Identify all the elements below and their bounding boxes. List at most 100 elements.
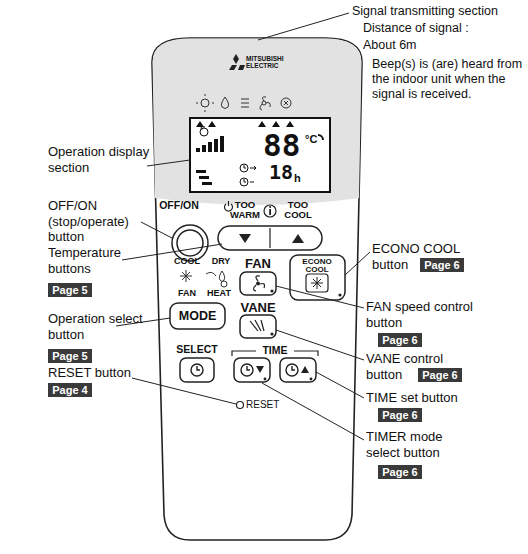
null bbox=[240, 164, 248, 172]
mode-icons-row bbox=[196, 94, 214, 112]
null bbox=[196, 170, 212, 185]
maker-logo bbox=[238, 65, 245, 70]
button-label: TIME bbox=[257, 344, 293, 357]
page-number: Page 5 bbox=[52, 350, 87, 362]
page-reference: Page 6 bbox=[378, 333, 422, 347]
lcd-digits: 88 bbox=[263, 127, 300, 164]
mode-icons-row bbox=[262, 101, 266, 105]
operation-mode-icons bbox=[221, 281, 227, 287]
operation-mode-icons bbox=[219, 271, 224, 282]
fan-button bbox=[240, 272, 276, 295]
leader-lines bbox=[147, 160, 190, 166]
timer-buttons bbox=[310, 378, 313, 381]
mode-name: FAN bbox=[171, 289, 203, 298]
vane-button bbox=[250, 320, 264, 331]
page-number: Page 5 bbox=[52, 284, 87, 296]
lcd-unit: °C bbox=[305, 133, 317, 146]
null bbox=[191, 364, 203, 376]
callout-text: About 6m bbox=[363, 38, 417, 53]
page-reference: Page 4 bbox=[48, 383, 92, 397]
null bbox=[250, 182, 254, 183]
leader-lines bbox=[262, 383, 364, 440]
info-icon bbox=[264, 205, 276, 217]
page-reference: Page 6 bbox=[418, 368, 462, 382]
econo-cool-button bbox=[306, 274, 328, 292]
brand-name: MITSUBISHI ELECTRIC bbox=[246, 56, 292, 70]
button-label: FAN bbox=[238, 256, 278, 272]
button-label: ECONO COOL bbox=[290, 258, 344, 275]
callout-text: OFF/ON (stop/operate) button bbox=[48, 198, 144, 245]
fan-button bbox=[254, 276, 265, 291]
maker-logo bbox=[229, 65, 237, 70]
mode-icons-row bbox=[284, 101, 288, 105]
vane-button bbox=[240, 315, 276, 338]
callout-text: RESET button bbox=[48, 365, 131, 381]
callout-text: Signal transmitting section bbox=[352, 4, 498, 19]
null bbox=[197, 366, 200, 370]
econo-cool-button bbox=[290, 255, 345, 300]
null bbox=[191, 364, 298, 376]
timer-buttons bbox=[180, 358, 214, 382]
button-label: SELECT bbox=[175, 343, 219, 356]
page-reference: Page 6 bbox=[378, 465, 422, 479]
button-label: TOO WARM bbox=[226, 200, 264, 220]
null bbox=[220, 136, 224, 152]
callout-text: TIME set button bbox=[366, 390, 458, 406]
page-reference: Page 5 bbox=[48, 283, 92, 297]
button-label: RESET bbox=[246, 399, 279, 411]
maker-logo bbox=[233, 54, 239, 64]
temperature-buttons bbox=[218, 226, 322, 250]
null bbox=[201, 127, 205, 130]
operation-mode-icons bbox=[180, 270, 192, 282]
timer-buttons bbox=[234, 358, 270, 382]
remote-body bbox=[153, 39, 362, 206]
leader-lines bbox=[258, 13, 349, 40]
mode-button-outline bbox=[170, 303, 225, 329]
null bbox=[196, 121, 324, 185]
null bbox=[240, 178, 248, 186]
null bbox=[286, 364, 298, 376]
null bbox=[292, 366, 295, 370]
leader-lines bbox=[316, 372, 364, 398]
page-number: Page 4 bbox=[52, 384, 87, 396]
null bbox=[208, 142, 212, 152]
temperature-buttons bbox=[239, 234, 304, 243]
page-reference: Page 6 bbox=[420, 258, 464, 272]
vane-button bbox=[270, 332, 273, 335]
reset-hole bbox=[237, 402, 244, 409]
power-button bbox=[172, 225, 208, 261]
page-number: Page 6 bbox=[422, 369, 457, 381]
null bbox=[214, 139, 218, 152]
mode-button-outline bbox=[170, 303, 225, 329]
null bbox=[244, 179, 246, 182]
leader-lines bbox=[345, 252, 370, 275]
mode-name: COOL bbox=[171, 257, 203, 266]
timer-buttons bbox=[264, 378, 267, 381]
econo-cool-button bbox=[311, 277, 323, 289]
timer-buttons bbox=[280, 358, 316, 382]
timer-buttons bbox=[180, 358, 316, 382]
lcd-digits: 18 bbox=[269, 160, 293, 184]
callout-note: Beep(s) is (are) heard from the indoor u… bbox=[372, 57, 524, 102]
callout-text: Operation display section bbox=[48, 144, 152, 175]
page-number: Page 6 bbox=[382, 409, 417, 421]
mode-icons-row bbox=[241, 99, 249, 107]
lcd-unit: h bbox=[294, 172, 301, 185]
button-label: MODE bbox=[179, 309, 217, 323]
vane-button bbox=[240, 315, 276, 338]
leader-lines bbox=[276, 286, 364, 308]
button-label: OFF/ON bbox=[159, 199, 199, 212]
null bbox=[196, 148, 200, 152]
button-label: VANE bbox=[236, 300, 280, 316]
temperature-buttons bbox=[218, 226, 322, 250]
econo-cool-button bbox=[338, 293, 341, 296]
callout-text: FAN speed control button bbox=[366, 299, 476, 330]
remote-body bbox=[152, 38, 362, 540]
power-button bbox=[177, 230, 203, 256]
null bbox=[250, 166, 256, 170]
econo-cool-button bbox=[290, 255, 345, 300]
null bbox=[247, 366, 250, 370]
lcd-display bbox=[190, 118, 330, 192]
leader-lines bbox=[122, 244, 222, 260]
mode-name: HEAT bbox=[204, 289, 234, 298]
